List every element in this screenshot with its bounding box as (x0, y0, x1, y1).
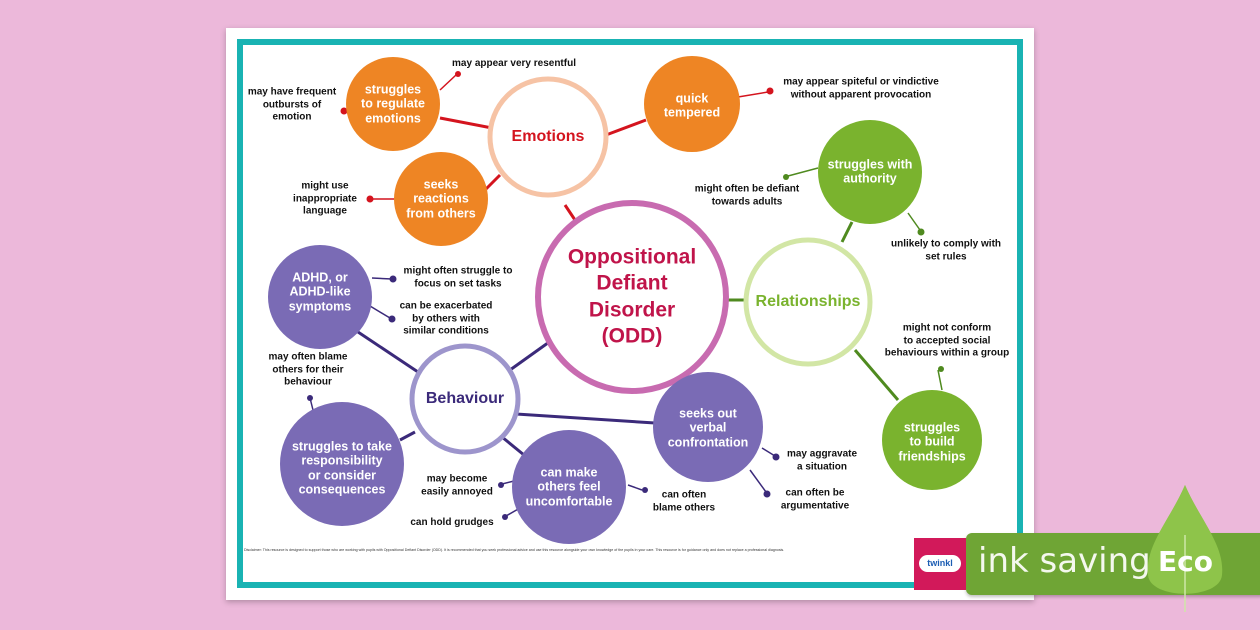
note: may have frequent outbursts of emotion (247, 86, 337, 123)
note: can often be argumentative (780, 487, 850, 512)
connectors (357, 116, 900, 457)
note: may become easily annoyed (421, 473, 493, 498)
note: can hold grudges (410, 516, 494, 528)
bubble-label: quick tempered (663, 91, 721, 120)
bubble-label: seeks reactions from others (406, 177, 476, 221)
behaviour-hub (409, 343, 521, 455)
note-leaders (307, 71, 944, 520)
bubble-label: can make others feel uncomfortable (525, 465, 613, 509)
note: may appear very resentful (452, 57, 576, 69)
bubble-label: seeks out verbal confrontation (667, 406, 749, 450)
eco-label: Eco (1158, 545, 1213, 578)
poster-border (237, 39, 1023, 588)
bubble-label: struggles to build friendships (898, 420, 966, 464)
behaviour-title: Behaviour (425, 389, 505, 407)
twinkl-logo: twinkl (914, 538, 966, 590)
relationships-hub (743, 237, 873, 367)
note: might not conform to accepted social beh… (884, 322, 1010, 359)
emotions-hub (487, 76, 609, 198)
bubble-label: struggles with authority (827, 157, 913, 186)
center-circle (535, 200, 729, 394)
note: may often blame others for their behavio… (268, 351, 348, 388)
bubble-label: struggles to take responsibility or cons… (291, 439, 393, 497)
note: can be exacerbated by others with simila… (399, 300, 493, 337)
bubble-label: struggles to regulate emotions (361, 82, 425, 126)
note: might often struggle to focus on set tas… (403, 265, 513, 290)
note: may appear spiteful or vindictive withou… (783, 76, 939, 101)
note: might use inappropriate language (293, 180, 357, 217)
logo-text: twinkl (919, 555, 961, 572)
note: unlikely to comply with set rules (890, 238, 1002, 263)
bubble-label: ADHD, or ADHD-like symptoms (288, 270, 352, 314)
relationships-title: Relationships (755, 292, 861, 310)
bubbles (268, 56, 982, 544)
note: might often be defiant towards adults (694, 183, 800, 208)
emotions-title: Emotions (511, 127, 585, 145)
note: can often blame others (652, 489, 716, 514)
center-title: Oppositional Defiant Disorder (ODD) (567, 245, 697, 348)
note: may aggravate a situation (786, 448, 858, 473)
disclaimer: Disclaimer: This resource is designed to… (244, 548, 785, 552)
ink-saving-label: ink saving (978, 541, 1151, 581)
